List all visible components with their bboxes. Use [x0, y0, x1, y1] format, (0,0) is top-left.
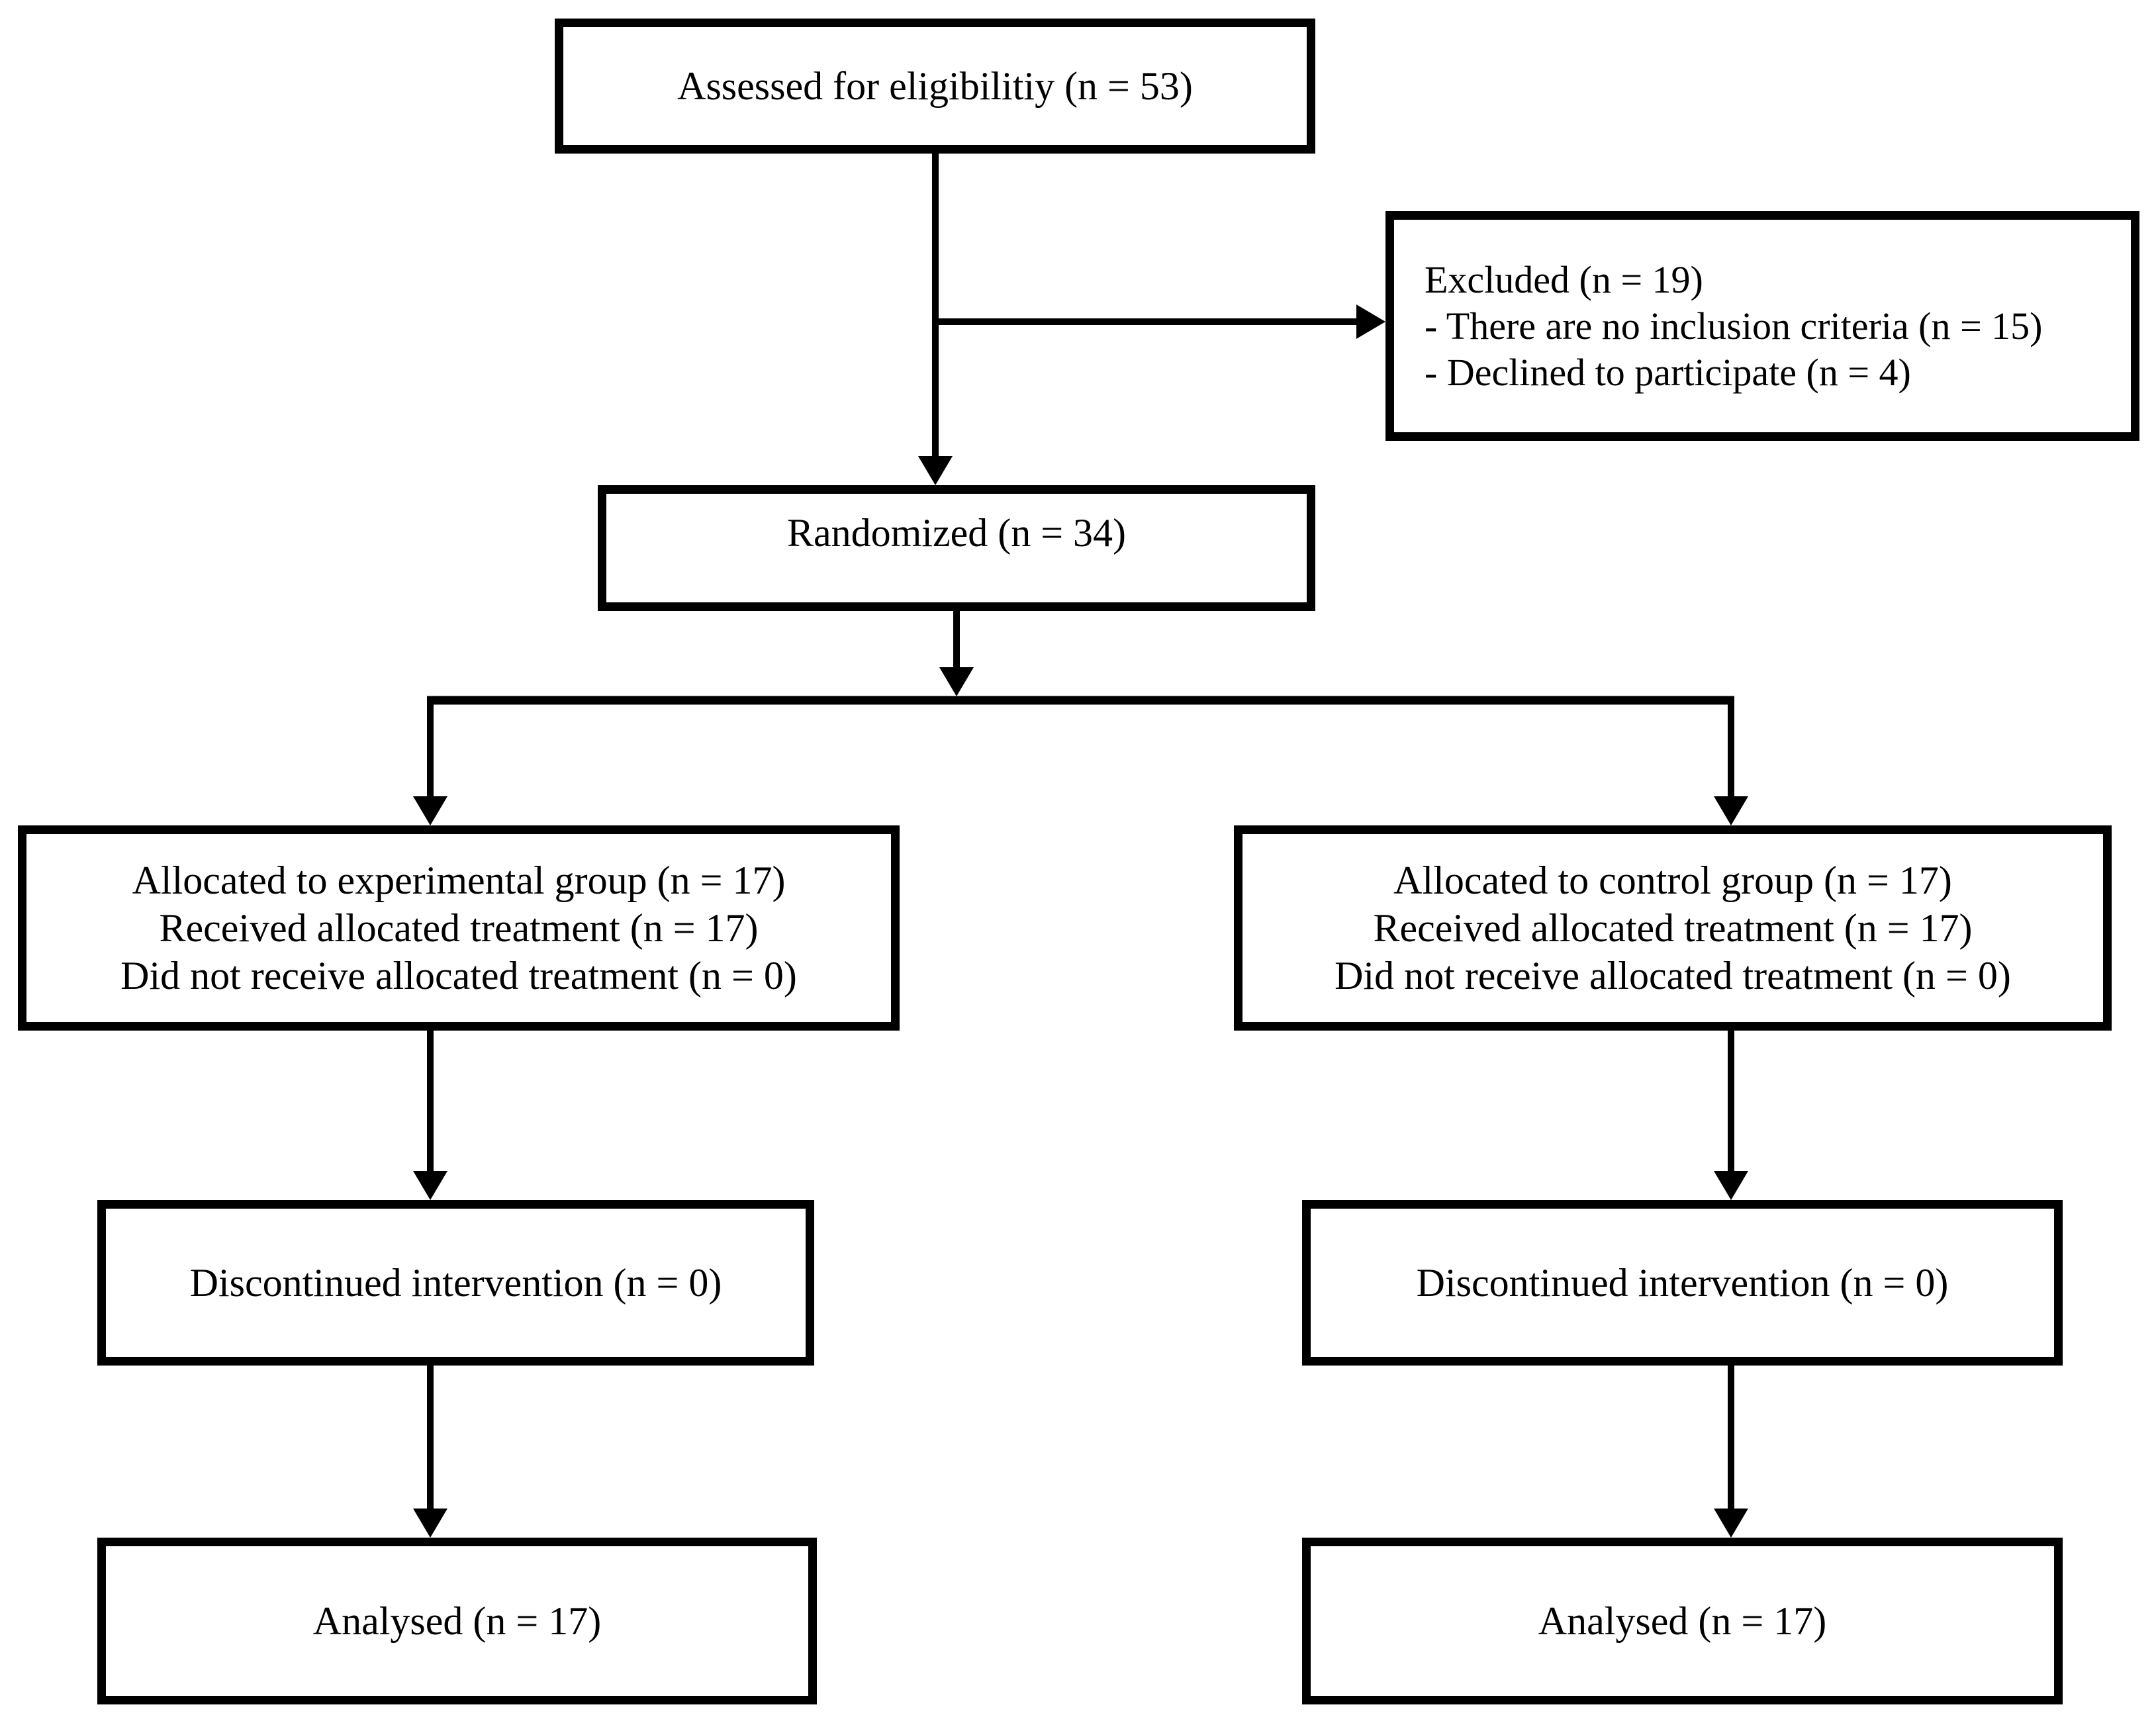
box-discontinued-control: Discontinued intervention (n = 0) [1302, 1200, 2063, 1366]
allocated-control-line: Allocated to control group (n = 17) [1393, 859, 1952, 902]
box-allocated-control: Allocated to control group (n = 17) Rece… [1234, 825, 2112, 1031]
assessed-eligibility-label: Assessed for eligibilitiy (n = 53) [677, 64, 1193, 108]
box-discontinued-experimental: Discontinued intervention (n = 0) [97, 1200, 814, 1366]
arrow-branch-to-control [1714, 700, 1748, 825]
discontinued-experimental-label: Discontinued intervention (n = 0) [189, 1261, 722, 1305]
box-analysed-experimental: Analysed (n = 17) [97, 1538, 817, 1704]
control-received-treatment-line: Received allocated treatment (n = 17) [1373, 906, 1973, 950]
box-analysed-control: Analysed (n = 17) [1302, 1538, 2063, 1704]
discontinued-control-label: Discontinued intervention (n = 0) [1416, 1261, 1949, 1305]
box-randomized: Randomized (n = 34) [598, 485, 1315, 611]
excluded-reason-declined-line: - Declined to participate (n = 4) [1425, 350, 1911, 394]
box-allocated-experimental: Allocated to experimental group (n = 17)… [18, 825, 900, 1031]
analysed-experimental-label: Analysed (n = 17) [312, 1599, 602, 1643]
experimental-not-received-treatment-line: Did not receive allocated treatment (n =… [120, 954, 797, 998]
allocated-experimental-line: Allocated to experimental group (n = 17) [132, 859, 786, 902]
arrow-control-to-discontinued [1714, 1031, 1748, 1200]
box-excluded: Excluded (n = 19) - There are no inclusi… [1385, 211, 2139, 441]
analysed-control-label: Analysed (n = 17) [1538, 1599, 1827, 1643]
arrow-discontinued-to-analysed-control [1714, 1366, 1748, 1538]
excluded-total-line: Excluded (n = 19) [1425, 257, 1703, 301]
control-not-received-treatment-line: Did not receive allocated treatment (n =… [1335, 954, 2011, 998]
arrow-branch-to-experimental [413, 700, 447, 825]
arrow-discontinued-to-analysed-experimental [413, 1366, 447, 1538]
arrow-assessed-to-randomized [918, 154, 953, 485]
box-assessed-eligibility: Assessed for eligibilitiy (n = 53) [555, 19, 1315, 154]
arrow-to-excluded [935, 304, 1385, 339]
arrow-randomized-to-branch [939, 611, 974, 696]
randomized-label: Randomized (n = 34) [786, 511, 1127, 555]
excluded-reason-no-inclusion-line: - There are no inclusion criteria (n = 1… [1425, 304, 2043, 348]
experimental-received-treatment-line: Received allocated treatment (n = 17) [159, 906, 759, 950]
arrow-experimental-to-discontinued [413, 1031, 447, 1200]
